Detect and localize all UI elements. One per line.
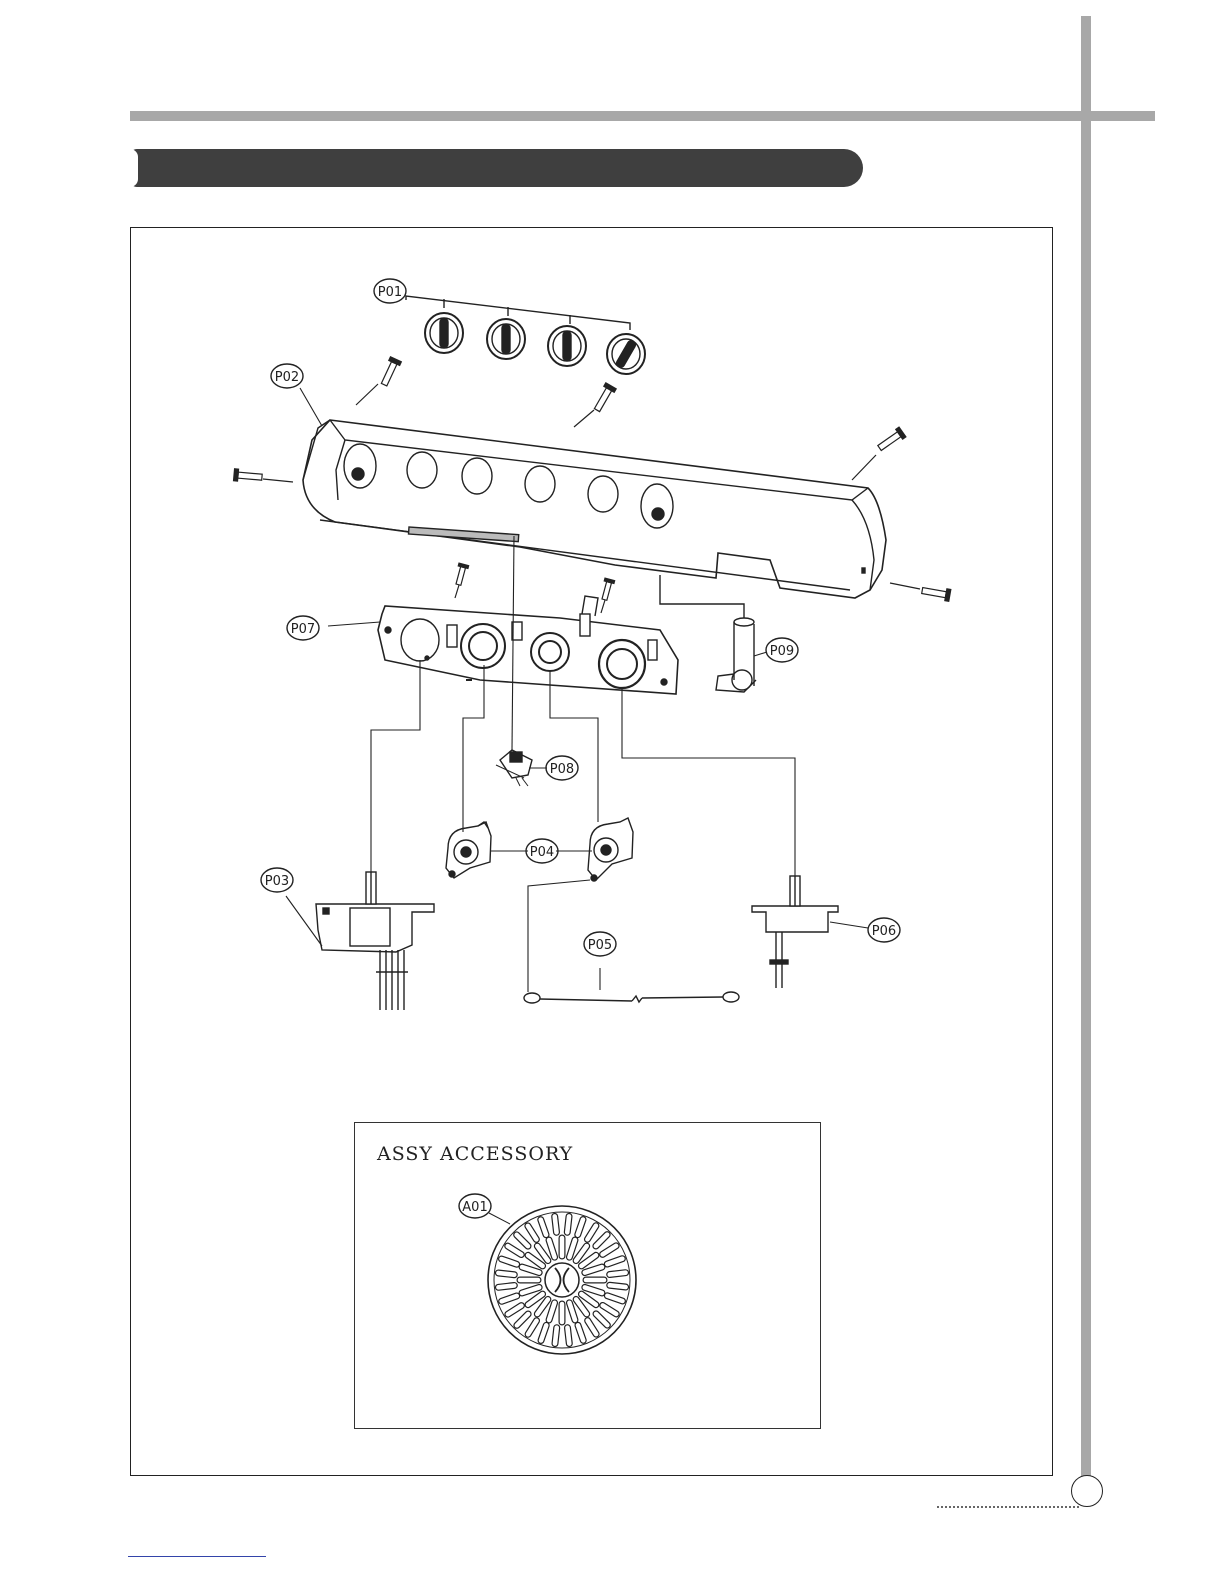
svg-text:P04: P04 xyxy=(530,845,554,860)
screw-top-right xyxy=(876,427,906,453)
p07-switch-base xyxy=(378,596,678,694)
label-p07: P07 xyxy=(287,616,319,640)
p04-cam-right xyxy=(588,818,633,881)
p08-micro-switch xyxy=(496,750,532,786)
svg-text:P03: P03 xyxy=(265,874,289,889)
label-p03: P03 xyxy=(261,868,293,892)
label-p02: P02 xyxy=(271,364,303,388)
screw-right xyxy=(921,585,951,602)
label-p06: P06 xyxy=(868,918,900,942)
accessory-box xyxy=(354,1122,821,1429)
footer-dotted-line xyxy=(937,1506,1079,1508)
p04-cam-left xyxy=(446,822,491,878)
p03-timer xyxy=(316,872,434,1010)
accessory-title: ASSY ACCESSORY xyxy=(377,1143,573,1165)
p02-control-panel xyxy=(303,420,886,598)
screw-top-left xyxy=(379,357,402,387)
svg-text:P08: P08 xyxy=(550,762,574,777)
screw-top-middle xyxy=(592,383,616,413)
label-p08: P08 xyxy=(546,756,578,780)
label-p05: P05 xyxy=(584,932,616,956)
label-p01: P01 xyxy=(374,279,406,303)
knob-4 xyxy=(607,334,645,374)
screw-panel-right xyxy=(600,578,615,601)
svg-text:P01: P01 xyxy=(378,285,402,300)
p01-knobs xyxy=(406,296,645,374)
svg-text:P05: P05 xyxy=(588,938,612,953)
label-p09: P09 xyxy=(766,638,798,662)
svg-text:P07: P07 xyxy=(291,622,315,637)
svg-text:P09: P09 xyxy=(770,644,794,659)
p06-timer xyxy=(752,876,838,988)
svg-text:P06: P06 xyxy=(872,924,896,939)
page-number-circle xyxy=(1071,1475,1103,1507)
knob-3 xyxy=(548,326,586,366)
screw-panel-left xyxy=(454,563,469,586)
screw-left xyxy=(234,469,263,483)
knob-1 xyxy=(425,313,463,353)
knob-2 xyxy=(487,319,525,359)
label-p04: P04 xyxy=(526,839,558,863)
p05-wire xyxy=(524,992,739,1003)
footer-link-line xyxy=(128,1556,266,1557)
svg-text:P02: P02 xyxy=(275,370,299,385)
